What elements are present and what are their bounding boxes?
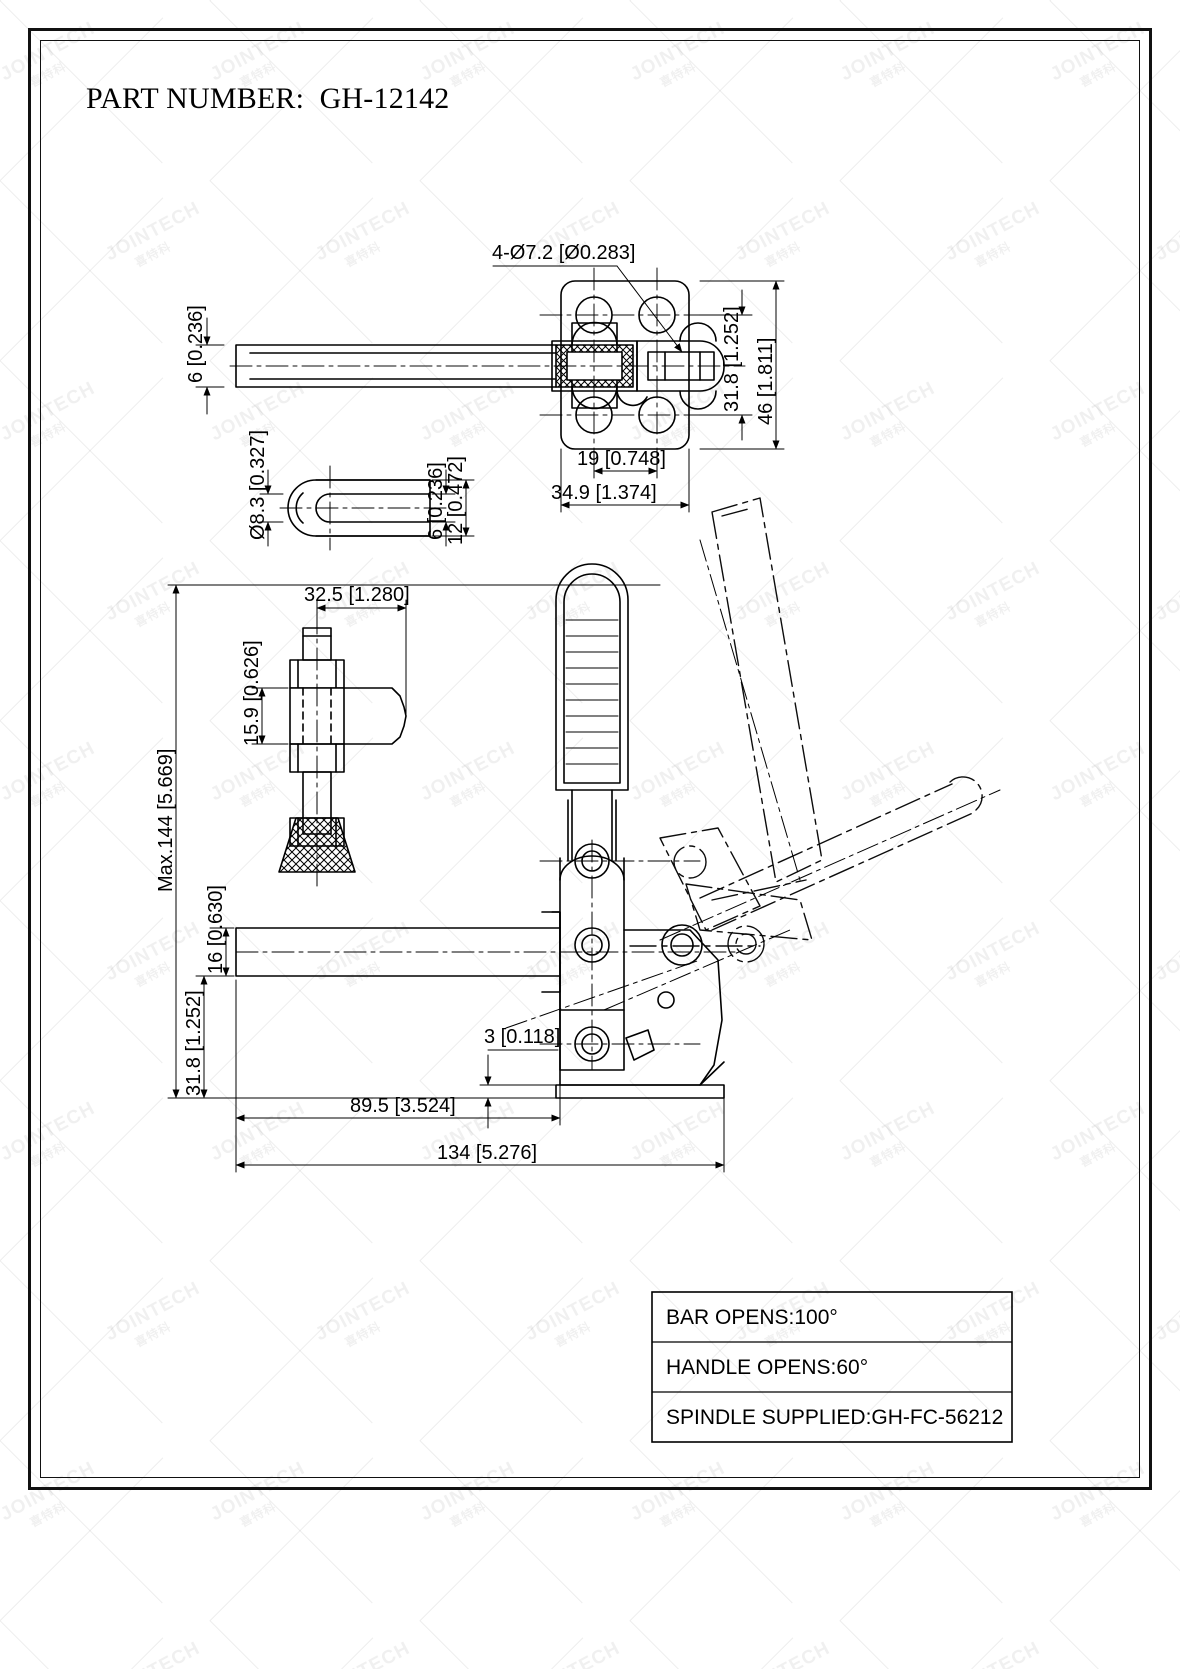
top-view-dimensions [195, 265, 785, 513]
dim-hole-spacing-v: 31.8 [1.252] [721, 306, 743, 412]
dimension-labels: 4-Ø7.2 [Ø0.283] 6 [0.236] 31.8 [1.252] 4… [155, 242, 777, 1164]
dim-bar-height: 16 [0.630] [205, 885, 227, 974]
note-handle-opens: HANDLE OPENS:60° [666, 1356, 868, 1379]
dim-fork-thickness: 6 [0.236] [425, 462, 447, 540]
dim-hole-callout: 4-Ø7.2 [Ø0.283] [492, 242, 635, 264]
dim-fork-hole-dia: Ø8.3 [0.327] [247, 430, 269, 540]
dim-thread-clear: 15.9 [0.626] [241, 640, 263, 746]
dim-plate-width: 34.9 [1.374] [551, 482, 657, 504]
spindle-detail-dimensions [251, 599, 407, 745]
note-spindle-supplied: SPINDLE SUPPLIED:GH-FC-56212 [666, 1406, 1003, 1429]
sheet-border-inner [40, 40, 1140, 1478]
front-view-dimensions [167, 584, 725, 1173]
dim-hole-spacing-h: 19 [0.748] [577, 448, 666, 470]
dim-overall-length: 134 [5.276] [437, 1142, 537, 1164]
dim-fork-width: 12 [0.472] [445, 456, 467, 545]
dim-spindle-length: 32.5 [1.280] [304, 584, 410, 606]
page-title: PART NUMBER: GH-12142 [86, 82, 450, 115]
sheet-border-outer [28, 28, 1152, 1490]
dim-bar-reach: 89.5 [3.524] [350, 1095, 456, 1117]
dim-max-height: Max.144 [5.669] [155, 749, 177, 892]
spindle-detail-geometry [278, 627, 407, 873]
dim-base-to-bar: 31.8 [1.252] [183, 990, 205, 1096]
fork-view-dimensions [259, 469, 475, 547]
dim-bar-thickness: 6 [0.236] [185, 305, 207, 383]
dim-base-thickness: 3 [0.118] [484, 1026, 560, 1048]
note-bar-opens: BAR OPENS:100° [666, 1306, 838, 1329]
top-view-geometry [235, 280, 725, 450]
notes-table: BAR OPENS:100° HANDLE OPENS:60° SPINDLE … [651, 1291, 1013, 1443]
dim-plate-height: 46 [1.811] [755, 338, 777, 425]
